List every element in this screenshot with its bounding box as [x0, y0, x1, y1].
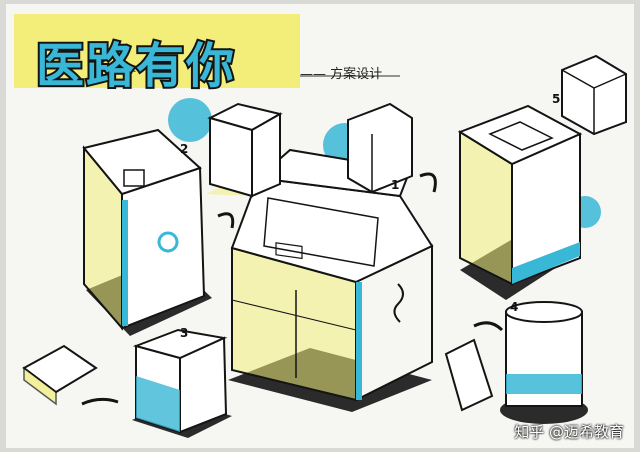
marker-three: 3: [180, 326, 189, 340]
machine-three: [22, 328, 232, 438]
page-subtitle: —— 方案设计: [300, 67, 383, 82]
page-title: 医路有你: [34, 36, 237, 96]
title-banner: 医路有你: [14, 12, 304, 96]
marker-one: 1: [391, 178, 400, 192]
marker-four: 4: [510, 300, 519, 314]
accent-blob: [168, 98, 212, 142]
small-box: [206, 102, 283, 198]
machine-two: [82, 128, 212, 336]
marker-two: 2: [180, 142, 189, 156]
center-top-box: [217, 102, 437, 229]
marker-five: 5: [552, 92, 561, 106]
title-highlight: [14, 14, 300, 88]
machine-five: [457, 54, 627, 300]
machine-four: [444, 301, 588, 424]
watermark: 知乎 @迈希教育: [514, 423, 624, 441]
